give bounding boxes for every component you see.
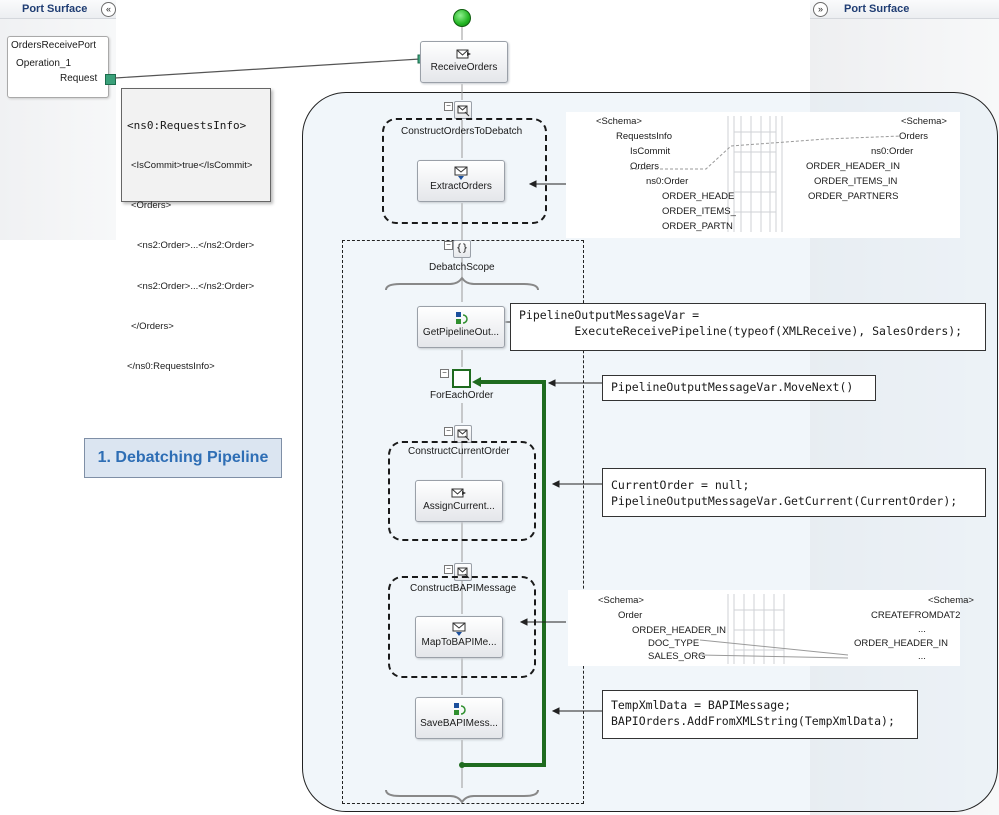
map2-right-row: CREATEFROMDAT2 xyxy=(871,610,961,621)
construct-orders-to-debatch-scope[interactable] xyxy=(382,118,547,224)
collapse-debatch-scope-icon[interactable]: − xyxy=(444,241,453,250)
map2-right-row: ORDER_HEADER_IN xyxy=(854,638,948,649)
map1-left-row: <Schema> xyxy=(596,116,642,127)
receive-orders-label: ReceiveOrders xyxy=(430,62,498,73)
construct-bapi-message-label: ConstructBAPIMessage xyxy=(410,583,517,594)
expression-icon xyxy=(456,312,468,324)
map2-grid xyxy=(699,594,849,664)
xml-line: <ns2:Order>...</ns2:Order> xyxy=(137,240,255,252)
debatching-pipeline-title: 1. Debatching Pipeline xyxy=(84,438,282,478)
map2-right-row: ... xyxy=(918,624,926,635)
map1-left-row: ORDER_ITEMS_ xyxy=(662,206,736,217)
extract-orders-shape[interactable]: ExtractOrders xyxy=(417,160,505,202)
right-port-surface-title: Port Surface xyxy=(810,0,999,19)
code-line: TempXmlData = BAPIMessage; xyxy=(611,698,792,712)
map1-left-row: ORDER_PARTN xyxy=(662,221,733,232)
xml-line: <Orders> xyxy=(131,200,172,212)
transform-icon xyxy=(454,166,468,180)
save-bapi-message-shape[interactable]: SaveBAPIMess... xyxy=(415,697,503,739)
temp-xml-code-box: TempXmlData = BAPIMessage; BAPIOrders.Add… xyxy=(602,690,918,739)
code-line: PipelineOutputMessageVar = xyxy=(519,308,700,322)
xml-line: </ns0:RequestsInfo> xyxy=(127,361,215,373)
construct-orders-to-debatch-label: ConstructOrdersToDebatch xyxy=(401,126,523,137)
loop-icon[interactable] xyxy=(452,369,471,388)
code-line: CurrentOrder = null; xyxy=(611,478,750,492)
request-connector-icon[interactable] xyxy=(105,74,116,85)
debatch-scope-label: DebatchScope xyxy=(429,262,495,273)
map1-right-row: Orders xyxy=(899,131,929,142)
save-bapi-message-label: SaveBAPIMess... xyxy=(420,718,498,729)
code-line: PipelineOutputMessageVar.GetCurrent(Curr… xyxy=(611,494,958,508)
move-next-code-box: PipelineOutputMessageVar.MoveNext() xyxy=(602,375,876,401)
map2-left-row: <Schema> xyxy=(598,595,644,606)
pipeline-code-box: PipelineOutputMessageVar = ExecuteReceiv… xyxy=(510,303,986,351)
start-shape[interactable] xyxy=(453,9,471,27)
map2-right-row: <Schema> xyxy=(928,595,974,606)
collapse-right-icon[interactable]: » xyxy=(813,2,828,17)
collapse-construct-debatch-icon[interactable]: − xyxy=(444,102,453,111)
construct-current-order-label: ConstructCurrentOrder xyxy=(408,446,510,457)
left-port-surface-title: Port Surface xyxy=(0,0,116,19)
construct-message-icon[interactable] xyxy=(454,101,472,119)
map2-left-row: Order xyxy=(618,610,643,621)
assign-current-shape[interactable]: AssignCurrent... xyxy=(415,480,503,522)
map2-left-row: DOC_TYPE xyxy=(648,638,700,649)
construct-current-order-scope[interactable] xyxy=(388,441,536,541)
extract-orders-label: ExtractOrders xyxy=(430,181,492,192)
xml-sample-box: <ns0:RequestsInfo> <IsCommit>true</IsCom… xyxy=(121,88,271,372)
xml-line: <ns2:Order>...</ns2:Order> xyxy=(137,280,255,292)
port-operation: Operation_1 xyxy=(16,58,72,69)
code-line: PipelineOutputMessageVar.MoveNext() xyxy=(611,380,854,394)
map1-right-row: ORDER_ITEMS_IN xyxy=(814,176,898,187)
map2-right-row: ... xyxy=(918,651,926,662)
current-order-code-box: CurrentOrder = null; PipelineOutputMessag… xyxy=(602,468,986,517)
map1-left-row: ORDER_HEADE xyxy=(662,191,735,202)
map-schema-2: <Schema> Order ORDER_HEADER_IN DOC_TYPE … xyxy=(568,590,974,666)
receive-envelope-icon xyxy=(456,49,471,59)
construct-bapi-message-scope[interactable] xyxy=(388,576,536,678)
get-pipeline-output-label: GetPipelineOut... xyxy=(422,327,500,338)
xml-line: <IsCommit>true</IsCommit> xyxy=(131,160,253,172)
map1-left-row: ns0:Order xyxy=(646,176,689,187)
xml-line: <ns0:RequestsInfo> xyxy=(127,118,247,132)
expression-icon xyxy=(454,703,466,715)
xml-line: </Orders> xyxy=(131,320,174,332)
collapse-for-each-icon[interactable]: − xyxy=(440,369,449,378)
map1-right-row: ns0:Order xyxy=(871,146,914,157)
map1-right-row: <Schema> xyxy=(901,116,947,127)
collapse-construct-bapi-icon[interactable]: − xyxy=(444,565,453,574)
map1-grid xyxy=(630,116,902,232)
assign-envelope-icon xyxy=(451,488,466,498)
get-pipeline-output-shape[interactable]: GetPipelineOut... xyxy=(417,306,505,348)
map1-left-row: RequestsInfo xyxy=(616,131,672,142)
port-request: Request xyxy=(60,73,98,84)
map2-left-row: SALES_ORG xyxy=(648,651,706,662)
map-to-bapi-shape[interactable]: MapToBAPIMe... xyxy=(415,616,503,658)
map1-left-row: Orders xyxy=(630,161,660,172)
map-to-bapi-label: MapToBAPIMe... xyxy=(421,637,497,648)
for-each-order-label: ForEachOrder xyxy=(430,390,494,401)
map1-right-row: ORDER_PARTNERS xyxy=(808,191,899,202)
port-name: OrdersReceivePort xyxy=(11,40,97,51)
receive-orders-shape[interactable]: ReceiveOrders xyxy=(420,41,508,83)
assign-current-label: AssignCurrent... xyxy=(423,501,495,512)
transform-icon xyxy=(452,622,466,636)
map1-left-row: IsCommit xyxy=(630,146,671,157)
code-line: ExecuteReceivePipeline(typeof(XMLReceive… xyxy=(519,324,963,338)
collapse-left-icon[interactable]: « xyxy=(101,2,116,17)
map1-right-row: ORDER_HEADER_IN xyxy=(806,161,900,172)
map2-left-row: ORDER_HEADER_IN xyxy=(632,625,726,636)
scope-braces-icon[interactable]: {} xyxy=(453,240,471,258)
orders-receive-port[interactable]: OrdersReceivePort Operation_1 Request xyxy=(7,36,116,98)
collapse-construct-current-icon[interactable]: − xyxy=(444,427,453,436)
code-line: BAPIOrders.AddFromXMLString(TempXmlData)… xyxy=(611,714,895,728)
map-schema-1: <Schema> RequestsInfo IsCommit Orders ns… xyxy=(566,112,960,238)
